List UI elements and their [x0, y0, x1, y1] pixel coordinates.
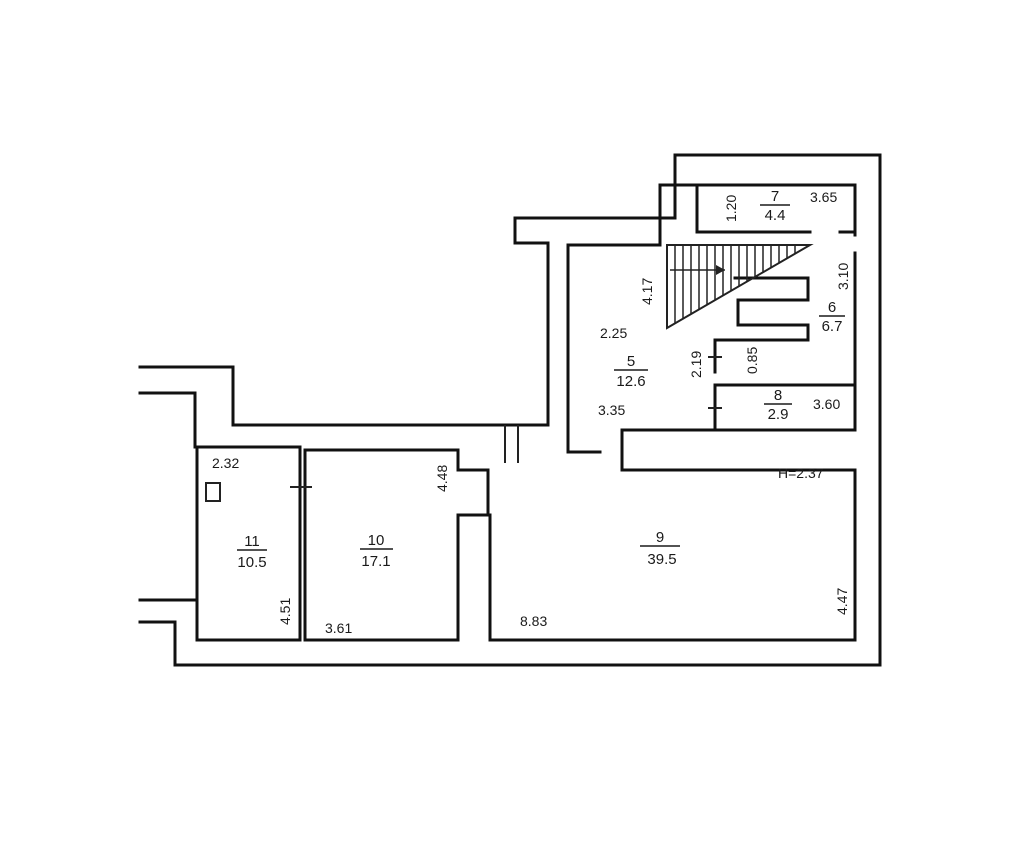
room-labels: 11 10.5 10 17.1 9 39.5 5 12.6 6 6.7 7 4.…: [237, 188, 842, 571]
dim-r6-a: 3.10: [835, 263, 851, 290]
dim-r8-a: 3.60: [813, 396, 840, 412]
dim-r7-a: 1.20: [723, 195, 739, 222]
ceiling-height: H=2.37: [778, 465, 824, 481]
room-fraction-lines: [237, 204, 845, 551]
dim-r9-depth: 4.47: [834, 588, 850, 615]
room-8-area: 2.9: [768, 406, 789, 423]
dim-r11-length: 4.51: [277, 598, 293, 625]
room-9-number: 9: [656, 529, 664, 546]
dim-r10-depth: 4.48: [434, 465, 450, 492]
room-7-area: 4.4: [765, 207, 786, 224]
dim-r5-c: 3.35: [598, 402, 625, 418]
dim-r5-b: 2.25: [600, 325, 627, 341]
partitions: [195, 183, 857, 642]
staircase: [666, 244, 814, 330]
dim-r5-d: 2.19: [688, 351, 704, 378]
room-11-area: 10.5: [237, 554, 266, 571]
dim-r5-a: 4.17: [639, 278, 655, 305]
room-11-number: 11: [244, 533, 260, 550]
room-6-area: 6.7: [822, 318, 843, 335]
room-8-number: 8: [774, 387, 782, 404]
dim-r6-b: 0.85: [744, 347, 760, 374]
room-5-number: 5: [627, 353, 635, 370]
room-10-area: 17.1: [361, 553, 390, 570]
dim-r9-length: 8.83: [520, 613, 547, 629]
dim-r7-b: 3.65: [810, 189, 837, 205]
room-6-number: 6: [828, 299, 836, 316]
dimension-labels: 2.32 4.51 3.61 4.48 8.83 4.47 H=2.37 4.1…: [212, 189, 851, 636]
dim-r11-width: 2.32: [212, 455, 239, 471]
dim-r10-width: 3.61: [325, 620, 352, 636]
room-5-area: 12.6: [616, 373, 645, 390]
room-9-area: 39.5: [647, 551, 676, 568]
room-7-number: 7: [771, 188, 779, 205]
room-10-number: 10: [368, 532, 385, 549]
outer-walls: [138, 153, 882, 667]
